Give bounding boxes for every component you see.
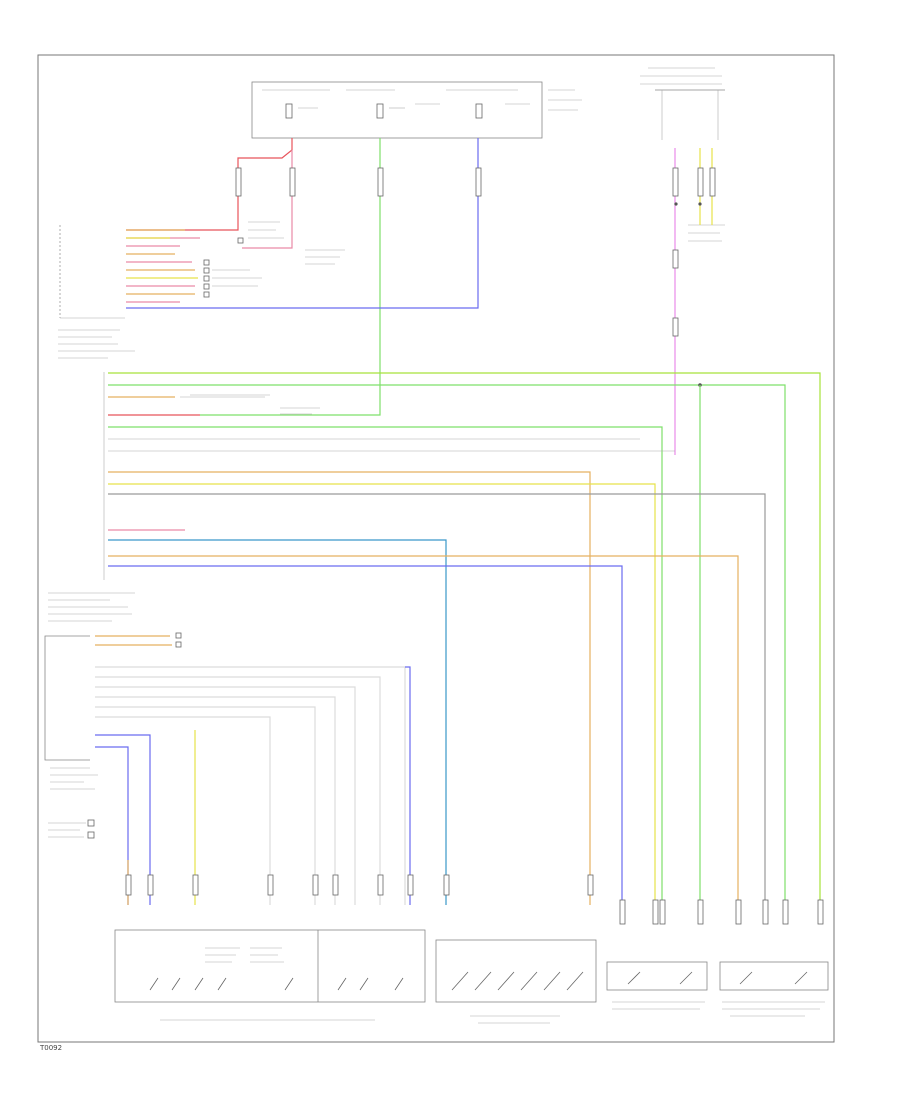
middle-switch — [435, 939, 597, 1024]
wire-blue-feed — [126, 138, 479, 309]
left-sensor — [48, 819, 95, 839]
wire-h-566 — [108, 565, 623, 905]
wire-pink-feed — [242, 150, 293, 249]
right-actuators — [606, 961, 829, 1017]
wire-h-494 — [108, 493, 766, 905]
wire-h-427 — [108, 426, 663, 905]
fuse-box — [251, 81, 582, 139]
wire-h-472 — [108, 471, 591, 905]
wire-red-feed — [126, 138, 293, 231]
upper-connector-pins — [126, 221, 345, 303]
wire-h-484 — [108, 483, 656, 905]
wire-green-feed — [200, 138, 381, 416]
wire-h-385 — [108, 384, 786, 905]
right-rear-module — [640, 67, 725, 242]
mid-left-connector — [44, 592, 135, 790]
driver-seat-switch — [114, 929, 426, 1021]
wire-h-373 — [108, 372, 821, 905]
upper-left-connector — [58, 225, 135, 359]
main-harness — [103, 372, 821, 905]
wire-h-556 — [108, 555, 739, 905]
diagram-frame — [37, 54, 835, 1043]
mid-connector-wiring — [95, 632, 411, 905]
wire-h-540 — [108, 539, 447, 905]
diagram-id: T0092 — [39, 1044, 62, 1052]
connector-plugs — [125, 167, 824, 925]
upper-wiring — [126, 138, 713, 455]
